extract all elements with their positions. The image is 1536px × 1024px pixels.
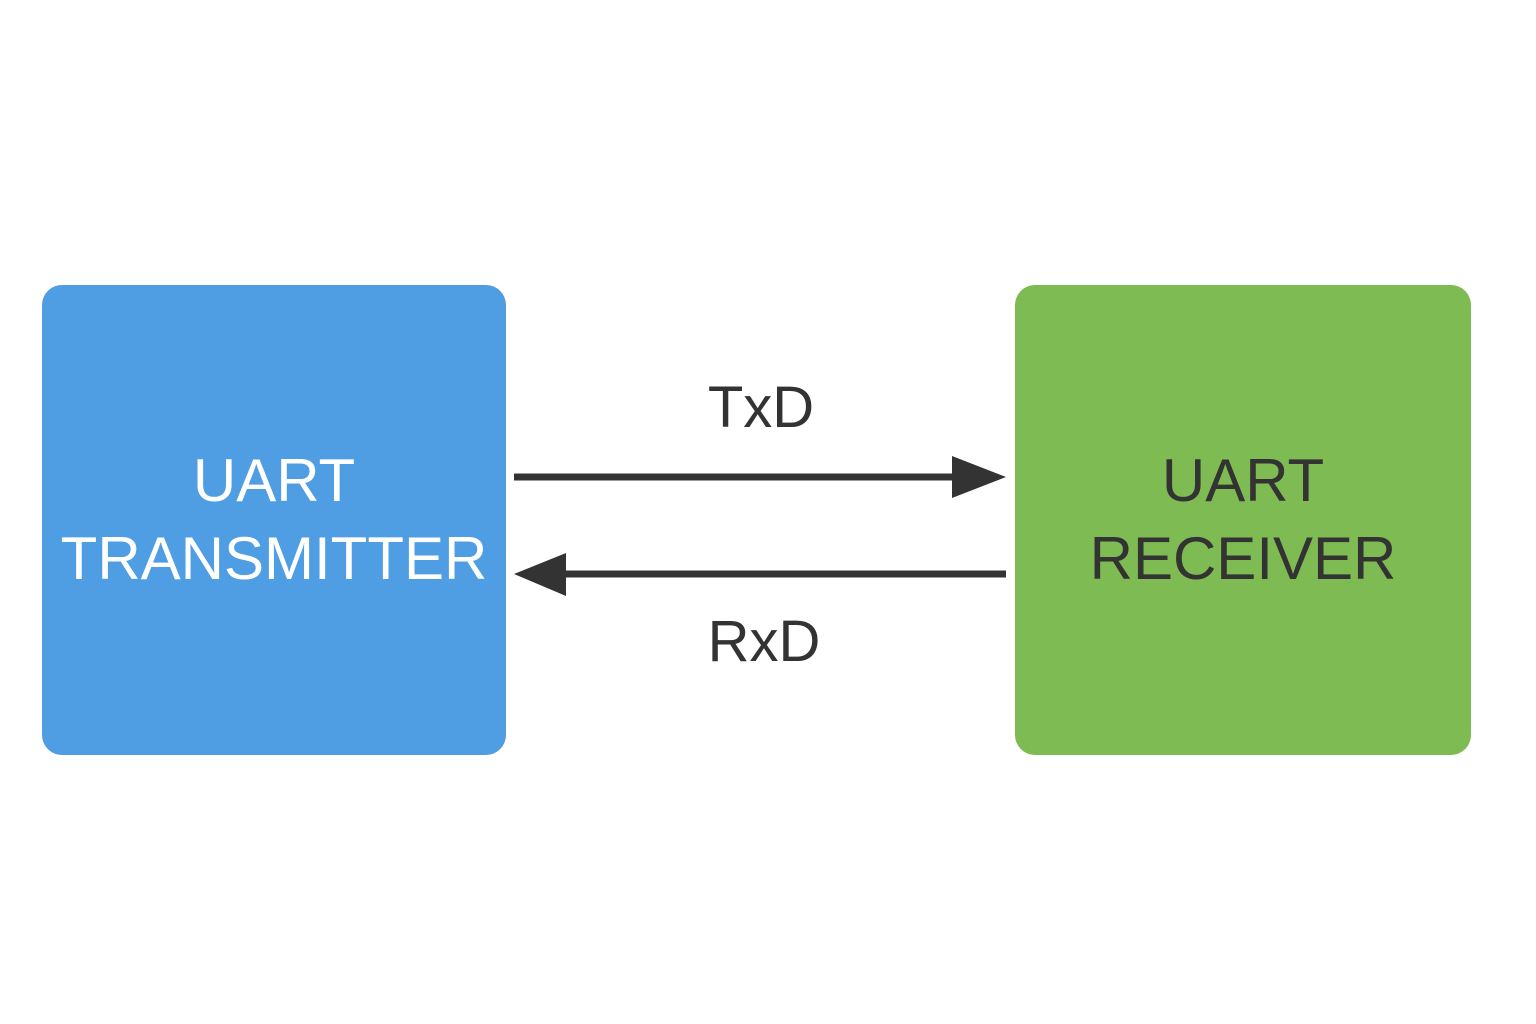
txd-label: TxD [707, 375, 815, 440]
receiver-label-line2: RECEIVER [1089, 525, 1397, 592]
uart-transmitter-block: UART TRANSMITTER [42, 285, 506, 755]
transmitter-label-line1: UART [192, 447, 356, 514]
rxd-arrowhead [514, 553, 566, 596]
transmitter-label-line2: TRANSMITTER [60, 525, 488, 592]
uart-receiver-block: UART RECEIVER [1015, 285, 1471, 755]
receiver-label-line1: UART [1161, 447, 1325, 514]
rxd-label: RxD [707, 609, 821, 674]
txd-arrowhead [952, 456, 1006, 498]
